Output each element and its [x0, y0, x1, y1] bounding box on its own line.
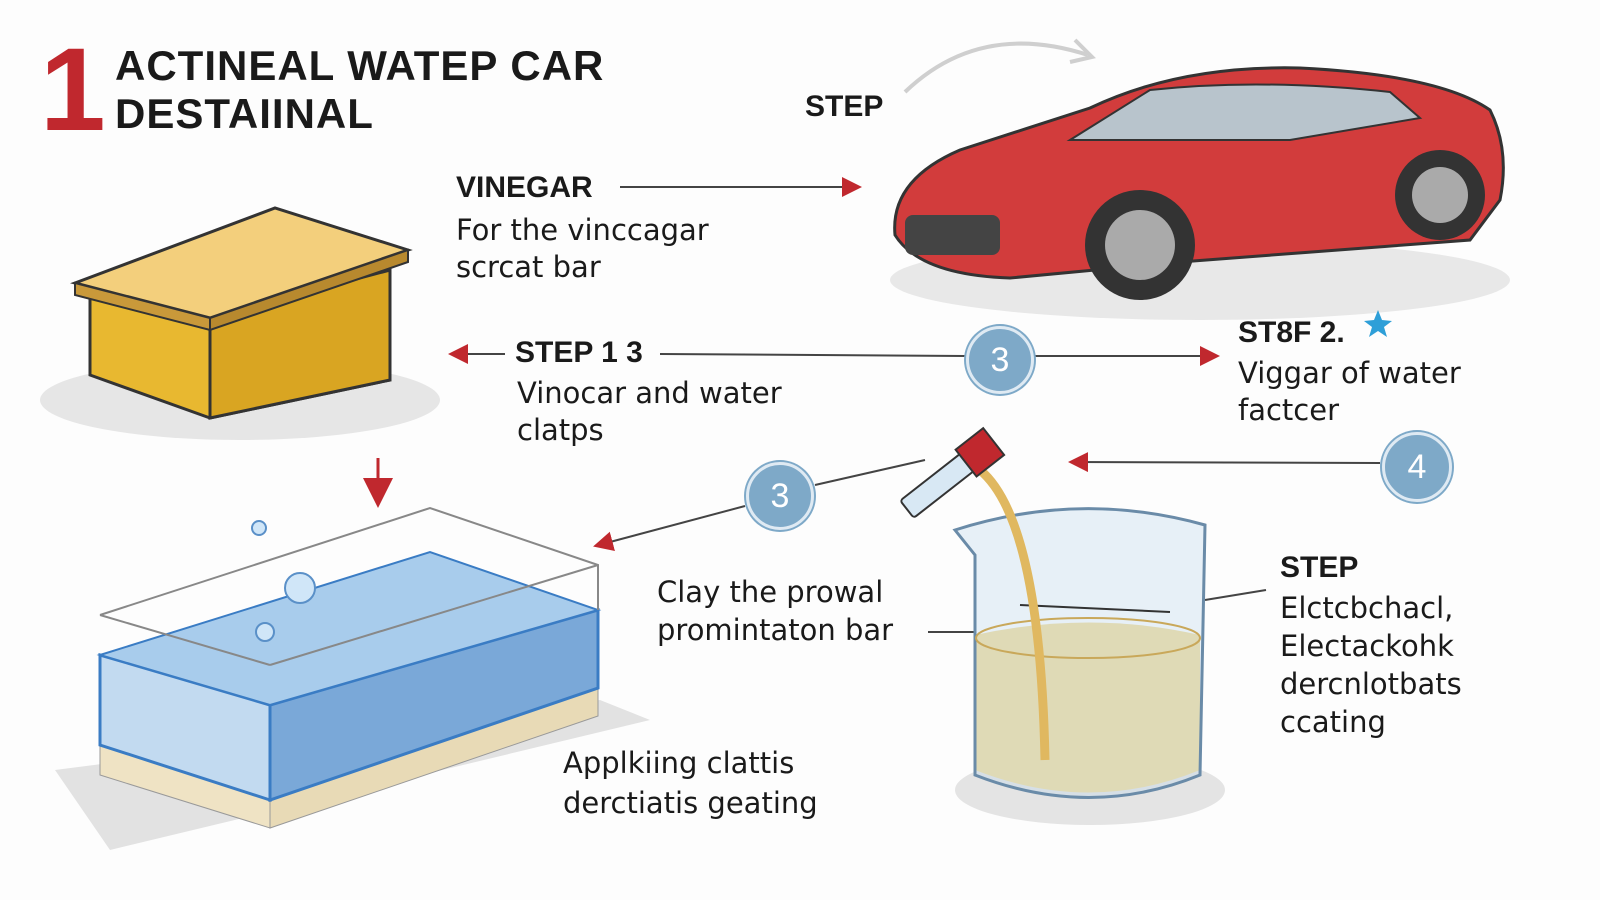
step13-heading: STEP 1 3	[515, 336, 643, 369]
step13-line1: Vinocar and water	[517, 376, 782, 410]
step-right-heading: STEP	[1280, 551, 1359, 584]
step13-line2: clatps	[517, 413, 604, 447]
arrow-step3-tank	[593, 505, 746, 552]
badge-step-4: 4	[1382, 432, 1452, 502]
step-right-line2: Electackohk	[1280, 629, 1454, 663]
car-illustration	[890, 66, 1510, 320]
beaker-illustration	[900, 426, 1225, 825]
applying-line1: Applkiing clattis	[563, 746, 795, 780]
step-right-line1: Elctcbchacl,	[1280, 591, 1454, 625]
applying-line2: derctiatis geating	[563, 786, 818, 820]
top-step-label: STEP	[805, 90, 884, 123]
arrow-step4	[1068, 452, 1381, 473]
star-icon	[1364, 310, 1392, 337]
clay-line1: Clay the prowal	[657, 575, 884, 609]
step2-heading: ST8F 2.	[1238, 316, 1345, 349]
clay-line2: promintaton bar	[657, 613, 894, 647]
vinegar-line1: For the vinccagar	[456, 213, 709, 247]
badge-step-3-lower: 3	[746, 462, 814, 530]
step-right-line3: dercnlotbats	[1280, 667, 1462, 701]
title-line1: ACTINEAL WATEP CAR	[115, 42, 605, 89]
curved-arrow-icon	[903, 41, 1089, 94]
sponge-illustration	[40, 206, 440, 440]
title-number: 1	[40, 24, 106, 156]
step-right-line4: ccating	[1280, 705, 1386, 739]
vinegar-line2: scrcat bar	[456, 250, 601, 284]
step2-line2: factcer	[1238, 393, 1340, 427]
title-line2: DESTAIINAL	[115, 90, 374, 137]
badge-step-3-mid: 3	[966, 326, 1034, 394]
vinegar-heading: VINEGAR	[456, 171, 593, 204]
water-tank-illustration	[55, 506, 650, 850]
step2-line1: Viggar of water	[1238, 356, 1461, 390]
